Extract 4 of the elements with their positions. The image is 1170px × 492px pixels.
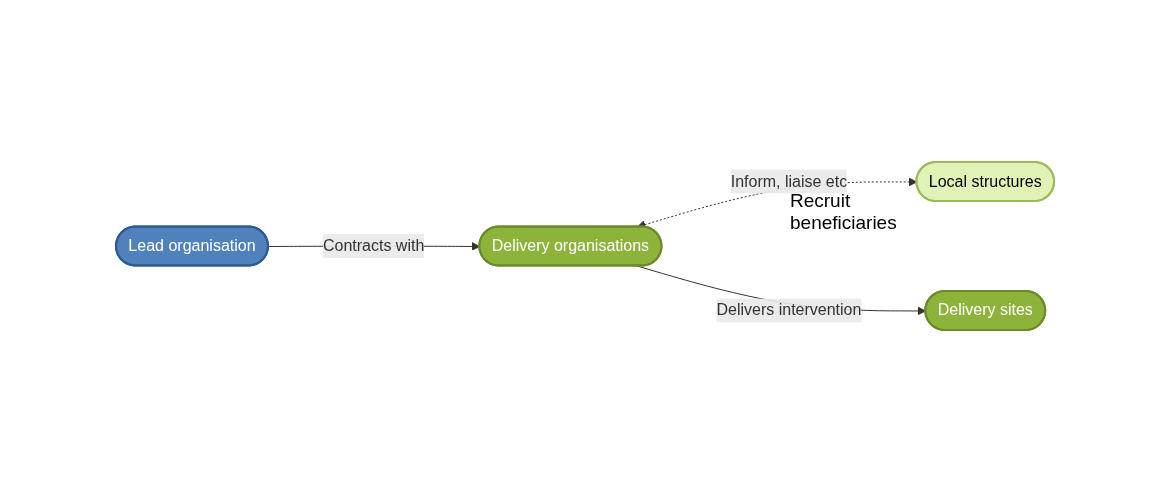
note-text: Recruit beneficiaries [790,190,898,234]
edge-label: Inform, liaise etc [730,172,848,190]
edge-label: Contracts with [322,237,425,254]
edge-label: Delivers intervention [716,301,862,319]
